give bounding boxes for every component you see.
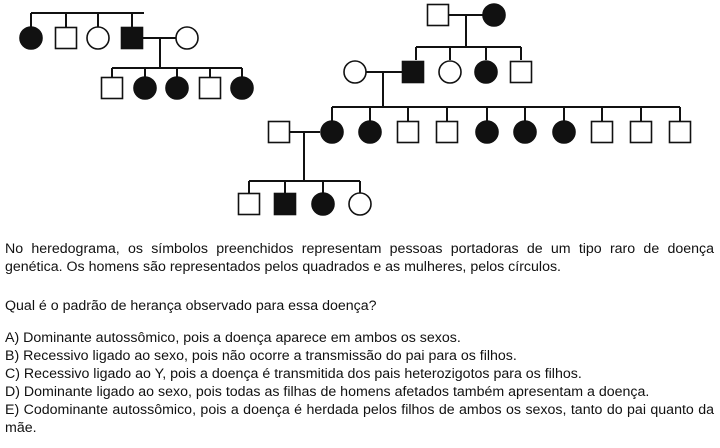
affected-female-circle: [475, 120, 499, 144]
unaffected-male-square: [267, 120, 291, 144]
option-d[interactable]: D) Dominante ligado ao sexo, pois todas …: [5, 384, 650, 400]
unaffected-male-square: [590, 120, 614, 144]
unaffected-male-square: [426, 3, 450, 27]
unaffected-male-square: [668, 120, 692, 144]
option-a[interactable]: A) Dominante autossômico, pois a doença …: [5, 330, 461, 346]
answer-options: A) Dominante autossômico, pois a doença …: [5, 329, 714, 437]
affected-female-circle: [474, 60, 498, 84]
unaffected-male-square: [629, 120, 653, 144]
unaffected-female-circle: [348, 192, 372, 216]
pedigree-lines: [30, 12, 681, 193]
pedigree-chart: [19, 3, 692, 216]
unaffected-male-square: [509, 60, 533, 84]
affected-male-square: [273, 192, 297, 216]
affected-male-square: [401, 60, 425, 84]
unaffected-male-square: [237, 192, 261, 216]
unaffected-female-circle: [343, 60, 367, 84]
affected-female-circle: [165, 76, 189, 100]
unaffected-male-square: [435, 120, 459, 144]
question-text: Qual é o padrão de herança observado par…: [5, 298, 377, 314]
unaffected-female-circle: [86, 26, 110, 50]
option-c[interactable]: C) Recessivo ligado ao Y, pois a doença …: [5, 366, 582, 382]
affected-female-circle: [358, 120, 382, 144]
affected-female-circle: [320, 120, 344, 144]
affected-male-square: [120, 26, 144, 50]
affected-female-circle: [482, 3, 506, 27]
unaffected-female-circle: [175, 26, 199, 50]
unaffected-male-square: [100, 76, 124, 100]
unaffected-male-square: [198, 76, 222, 100]
unaffected-male-square: [54, 26, 78, 50]
affected-female-circle: [230, 76, 254, 100]
unaffected-male-square: [396, 120, 420, 144]
statement-paragraph: No heredograma, os símbolos preenchidos …: [5, 241, 714, 275]
affected-female-circle: [311, 192, 335, 216]
affected-female-circle: [133, 76, 157, 100]
option-b[interactable]: B) Recessivo ligado ao sexo, pois não oc…: [5, 348, 517, 364]
affected-female-circle: [19, 26, 43, 50]
unaffected-female-circle: [438, 60, 462, 84]
affected-female-circle: [513, 120, 537, 144]
option-e[interactable]: E) Codominante autossômico, pois a doenç…: [5, 402, 714, 436]
affected-female-circle: [552, 120, 576, 144]
